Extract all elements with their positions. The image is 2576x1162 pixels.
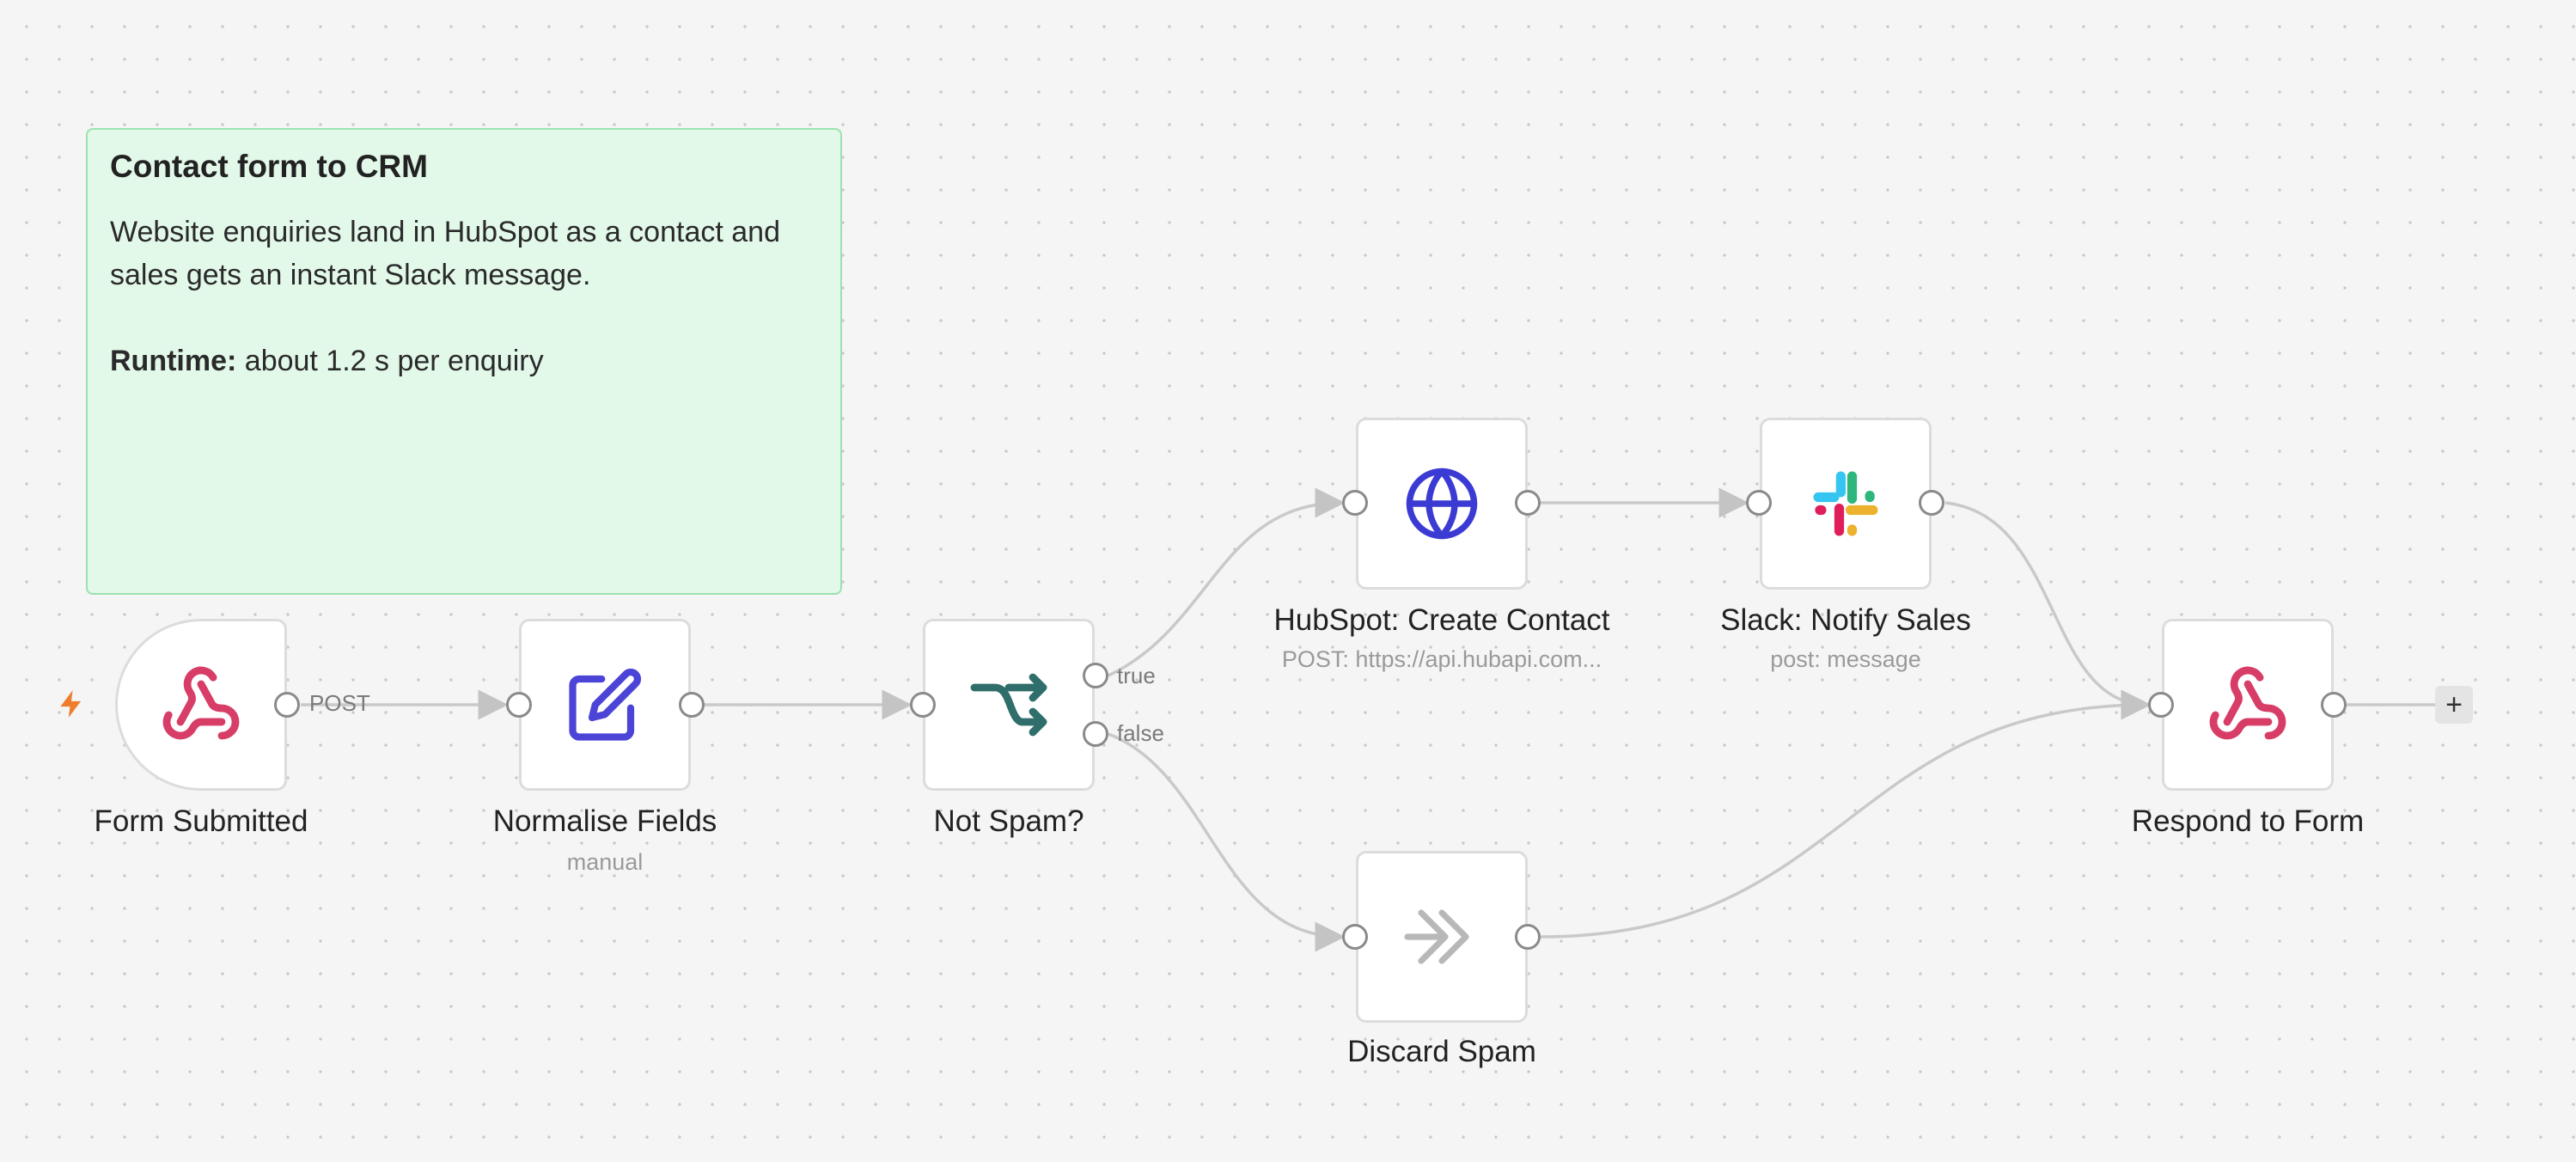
no-op-icon [1401, 896, 1483, 978]
output-port-false[interactable] [1083, 721, 1108, 747]
branch-label-false: false [1117, 720, 1164, 746]
output-port[interactable] [2321, 692, 2347, 718]
edit-icon [566, 666, 644, 743]
node-sublabel: POST: https://api.hubapi.com... [1281, 646, 1602, 672]
sticky-title: Contact form to CRM [110, 149, 428, 184]
input-port[interactable] [910, 692, 936, 718]
sticky-description: Website enquiries land in HubSpot as a c… [110, 216, 780, 291]
node-label: Normalise Fields [492, 804, 717, 838]
output-port-true[interactable] [1083, 663, 1108, 688]
edge-label-post: POST [309, 690, 370, 716]
add-node-button[interactable]: + [2435, 686, 2473, 724]
node-sublabel: post: message [1770, 646, 1921, 672]
output-port[interactable] [1919, 490, 1944, 516]
node-sublabel: manual [566, 849, 644, 875]
connection-discard-to-respond [1540, 689, 2152, 939]
output-port[interactable] [274, 692, 300, 718]
output-port[interactable] [679, 692, 705, 718]
input-port[interactable] [1342, 924, 1368, 950]
node-label: Form Submitted [94, 804, 308, 838]
node-label: Respond to Form [2131, 804, 2365, 838]
input-port[interactable] [2148, 692, 2174, 718]
connection-true-to-hubspot [1108, 487, 1346, 677]
node-slack-notify-sales[interactable] [1760, 418, 1932, 590]
input-port[interactable] [1746, 490, 1772, 516]
node-label: Slack: Notify Sales [1720, 603, 1971, 637]
webhook-icon [2207, 664, 2289, 746]
webhook-icon [160, 664, 242, 746]
slack-icon [1807, 465, 1884, 542]
runtime-label: Runtime: [110, 345, 237, 377]
node-label: Not Spam? [933, 804, 1084, 838]
output-port[interactable] [1515, 490, 1541, 516]
node-label: Discard Spam [1347, 1035, 1536, 1068]
node-not-spam[interactable] [923, 619, 1095, 791]
node-hubspot-create-contact[interactable] [1356, 418, 1528, 590]
runtime-value: about 1.2 s per enquiry [244, 345, 544, 377]
trigger-bolt-icon [55, 688, 88, 725]
node-label: HubSpot: Create Contact [1273, 603, 1610, 637]
input-port[interactable] [1342, 490, 1368, 516]
globe-icon [1403, 465, 1480, 542]
output-port[interactable] [1515, 924, 1541, 950]
input-port[interactable] [506, 692, 532, 718]
branch-label-true: true [1117, 663, 1156, 688]
sticky-runtime: Runtime: about 1.2 s per enquiry [110, 339, 818, 382]
sticky-note[interactable]: Contact form to CRM Website enquiries la… [86, 128, 842, 595]
connection-slack-to-respond [1944, 501, 2152, 720]
node-respond-to-form[interactable] [2162, 619, 2334, 791]
node-form-submitted[interactable] [115, 619, 287, 791]
node-normalise-fields[interactable] [519, 619, 691, 791]
connection-false-to-discard [1108, 732, 1346, 952]
if-branch-icon [968, 664, 1050, 746]
node-discard-spam[interactable] [1356, 851, 1528, 1023]
